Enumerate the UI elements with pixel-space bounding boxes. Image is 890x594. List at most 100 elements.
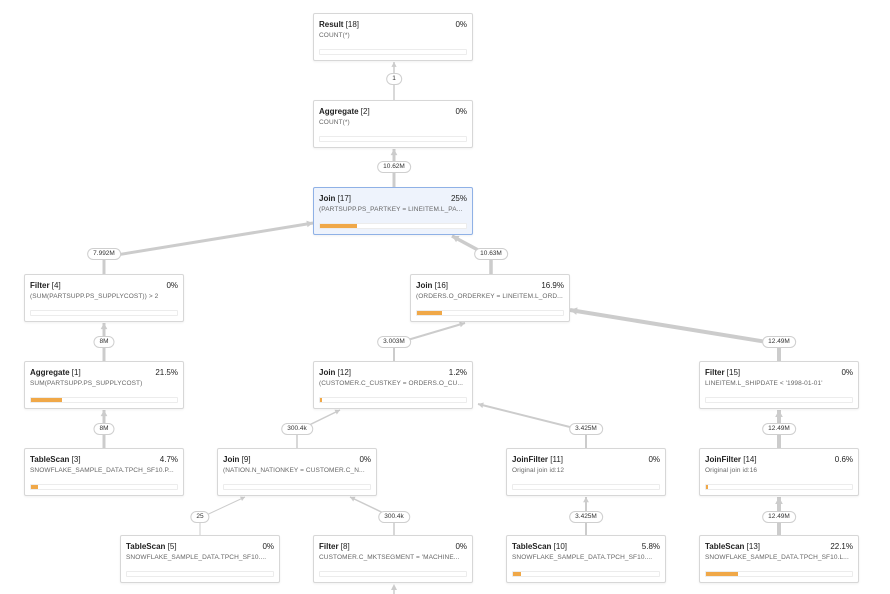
arrow-head-icon: [452, 235, 460, 243]
progress-bar: [319, 136, 467, 142]
node-title: JoinFilter [14]: [705, 455, 757, 464]
node-title: TableScan [5]: [126, 542, 177, 551]
edge-row-count-label: 12.49M: [762, 336, 796, 348]
node-tablescan-3[interactable]: TableScan [3] 4.7% SNOWFLAKE_SAMPLE_DATA…: [24, 448, 184, 496]
node-filter-8[interactable]: Filter [8] 0% CUSTOMER.C_MKTSEGMENT = 'M…: [313, 535, 473, 583]
progress-fill: [706, 572, 739, 576]
node-detail: CUSTOMER.C_MKTSEGMENT = 'MACHINE...: [319, 554, 460, 561]
node-percent: 0%: [455, 20, 467, 29]
arrow-head-icon: [775, 410, 783, 418]
node-aggregate-2[interactable]: Aggregate [2] 0% COUNT(*): [313, 100, 473, 148]
edge-row-count-label: 10.63M: [474, 248, 508, 260]
progress-fill: [31, 398, 63, 402]
node-percent: 25%: [450, 194, 467, 203]
progress-bar: [512, 484, 660, 490]
node-title: Filter [8]: [319, 542, 350, 551]
progress-fill: [31, 485, 38, 489]
arrow-head-icon: [100, 410, 108, 417]
node-title: Filter [4]: [30, 281, 61, 290]
node-title: JoinFilter [11]: [512, 455, 563, 464]
progress-bar: [705, 571, 853, 577]
node-title: Join [17]: [319, 194, 352, 203]
arrow-head-icon: [334, 409, 340, 415]
progress-bar: [126, 571, 274, 577]
progress-bar: [30, 484, 178, 490]
edge-row-count-label: 3.425M: [569, 511, 603, 523]
arrow-head-icon: [459, 321, 465, 328]
node-percent: 0%: [648, 455, 660, 464]
node-tablescan-10[interactable]: TableScan [10] 5.8% SNOWFLAKE_SAMPLE_DAT…: [506, 535, 666, 583]
node-join-12[interactable]: Join [12] 1.2% (CUSTOMER.C_CUSTKEY = ORD…: [313, 361, 473, 409]
node-percent: 1.2%: [448, 368, 467, 377]
arrow-head-icon: [478, 402, 484, 409]
node-percent: 0.6%: [834, 455, 853, 464]
edge-row-count-label: 12.49M: [762, 423, 796, 435]
node-detail: (SUM(PARTSUPP.PS_SUPPLYCOST)) > 2: [30, 293, 159, 300]
node-percent: 0%: [359, 455, 371, 464]
edge-row-count-label: 300.4k: [281, 423, 313, 435]
node-title: TableScan [10]: [512, 542, 567, 551]
node-title: Join [16]: [416, 281, 449, 290]
edge-e15-to-16: [569, 308, 781, 361]
node-detail: (ORDERS.O_ORDERKEY = LINEITEM.L_ORD...: [416, 293, 563, 300]
node-joinfilter-14[interactable]: JoinFilter [14] 0.6% Original join id:16: [699, 448, 859, 496]
node-join-16[interactable]: Join [16] 16.9% (ORDERS.O_ORDERKEY = LIN…: [410, 274, 570, 322]
node-title: TableScan [3]: [30, 455, 81, 464]
arrow-head-icon: [306, 220, 313, 228]
node-join-9[interactable]: Join [9] 0% (NATION.N_NATIONKEY = CUSTOM…: [217, 448, 377, 496]
arrow-head-icon: [583, 497, 589, 503]
progress-bar: [512, 571, 660, 577]
node-detail: SNOWFLAKE_SAMPLE_DATA.TPCH_SF10.L...: [705, 554, 849, 561]
node-joinfilter-11[interactable]: JoinFilter [11] 0% Original join id:12: [506, 448, 666, 496]
progress-fill: [706, 485, 709, 489]
edge-row-count-label: 7.992M: [87, 248, 121, 260]
node-filter-4[interactable]: Filter [4] 0% (SUM(PARTSUPP.PS_SUPPLYCOS…: [24, 274, 184, 322]
node-detail: SUM(PARTSUPP.PS_SUPPLYCOST): [30, 380, 143, 387]
node-join-17[interactable]: Join [17] 25% (PARTSUPP.PS_PARTKEY = LIN…: [313, 187, 473, 235]
node-detail: (NATION.N_NATIONKEY = CUSTOMER.C_N...: [223, 467, 365, 474]
node-percent: 16.9%: [541, 281, 564, 290]
node-detail: COUNT(*): [319, 119, 350, 126]
edge-e4-to-17: [102, 221, 314, 274]
node-title: Aggregate [1]: [30, 368, 81, 377]
node-tablescan-13[interactable]: TableScan [13] 22.1% SNOWFLAKE_SAMPLE_DA…: [699, 535, 859, 583]
arrow-head-icon: [391, 584, 397, 590]
node-title: Join [12]: [319, 368, 352, 377]
node-percent: 0%: [455, 107, 467, 116]
progress-bar: [319, 223, 467, 229]
node-percent: 0%: [455, 542, 467, 551]
node-percent: 0%: [166, 281, 178, 290]
node-detail: COUNT(*): [319, 32, 350, 39]
node-detail: SNOWFLAKE_SAMPLE_DATA.TPCH_SF10.P...: [30, 467, 174, 474]
edge-row-count-label: 3.003M: [377, 336, 411, 348]
node-detail: Original join id:16: [705, 467, 758, 474]
arrow-head-icon: [100, 323, 108, 330]
edge-row-count-label: 3.425M: [569, 423, 603, 435]
node-aggregate-1[interactable]: Aggregate [1] 21.5% SUM(PARTSUPP.PS_SUPP…: [24, 361, 184, 409]
progress-fill: [320, 398, 323, 402]
arrow-head-icon: [240, 496, 245, 502]
node-title: Result [18]: [319, 20, 360, 29]
edge-row-count-label: 300.4k: [378, 511, 410, 523]
node-percent: 0%: [262, 542, 274, 551]
node-percent: 0%: [841, 368, 853, 377]
node-percent: 5.8%: [641, 542, 660, 551]
arrow-head-icon: [570, 307, 578, 315]
progress-bar: [223, 484, 371, 490]
node-percent: 22.1%: [830, 542, 853, 551]
node-detail: (CUSTOMER.C_CUSTKEY = ORDERS.O_CU...: [319, 380, 464, 387]
node-percent: 21.5%: [155, 368, 178, 377]
progress-fill: [417, 311, 442, 315]
node-detail: SNOWFLAKE_SAMPLE_DATA.TPCH_SF10....: [126, 554, 267, 561]
progress-fill: [320, 224, 357, 228]
progress-bar: [30, 310, 178, 316]
edge-row-count-label: 25: [190, 511, 210, 523]
node-result-18[interactable]: Result [18] 0% COUNT(*): [313, 13, 473, 61]
node-detail: Original join id:12: [512, 467, 565, 474]
edge-row-count-label: 8M: [93, 423, 115, 435]
node-detail: LINEITEM.L_SHIPDATE < '1998-01-01': [705, 380, 823, 387]
node-detail: (PARTSUPP.PS_PARTKEY = LINEITEM.L_PA...: [319, 206, 463, 213]
progress-bar: [30, 397, 178, 403]
node-filter-15[interactable]: Filter [15] 0% LINEITEM.L_SHIPDATE < '19…: [699, 361, 859, 409]
node-tablescan-5[interactable]: TableScan [5] 0% SNOWFLAKE_SAMPLE_DATA.T…: [120, 535, 280, 583]
